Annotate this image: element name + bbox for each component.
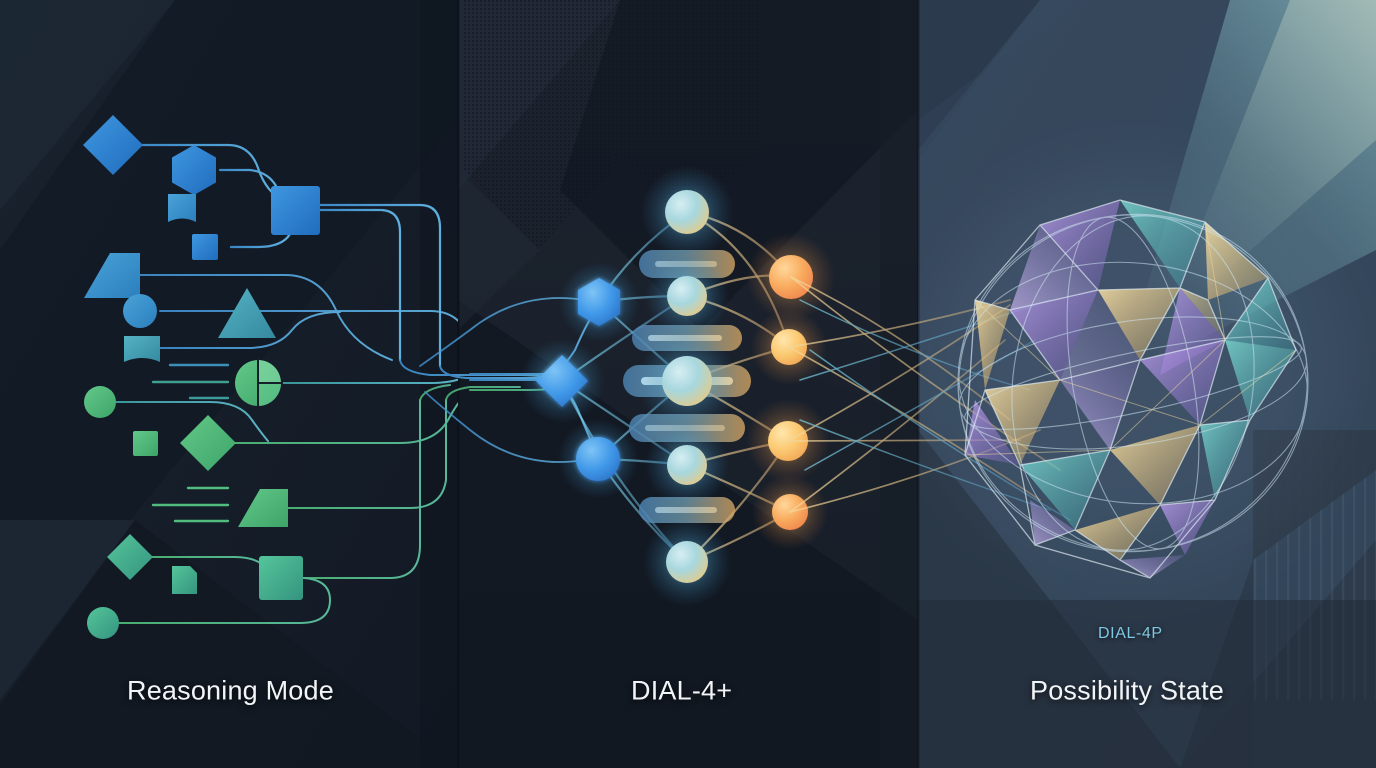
hexagon-node-blue bbox=[172, 145, 216, 195]
panel-divider bbox=[457, 0, 460, 768]
left-circuit-traces bbox=[113, 143, 458, 624]
center-chevron-shapes bbox=[458, 0, 918, 768]
possibility-sphere bbox=[918, 158, 1363, 608]
input-node-group bbox=[520, 262, 639, 499]
square-node-green bbox=[133, 431, 158, 456]
hexagon-input-node bbox=[578, 278, 620, 326]
diamond-node-blue bbox=[83, 115, 143, 175]
circle-node-teal bbox=[87, 607, 119, 639]
panel-label-possibility-state: Possibility State bbox=[1030, 675, 1224, 706]
panel-label-reasoning-mode: Reasoning Mode bbox=[127, 675, 334, 706]
core-circle-node bbox=[665, 190, 709, 234]
sublabel-dial-4p: DIAL-4P bbox=[1098, 625, 1163, 642]
sphere-edges bbox=[964, 199, 1297, 579]
card-node-teal bbox=[124, 336, 160, 362]
triangle-node-teal bbox=[218, 288, 276, 338]
core-circle-node bbox=[666, 541, 708, 583]
circle-node-green bbox=[84, 386, 116, 418]
circle-input-node bbox=[576, 437, 620, 481]
circle-node-blue bbox=[123, 294, 157, 328]
diamond-node-teal-small bbox=[107, 534, 153, 580]
sphere-gold-edges bbox=[964, 221, 1297, 456]
card-node-blue bbox=[168, 194, 196, 222]
tick-line-group bbox=[151, 363, 230, 523]
sphere-facets bbox=[965, 200, 1296, 578]
panel-label-dial-4-plus: DIAL-4+ bbox=[631, 675, 733, 706]
hub-square-node-blue bbox=[271, 186, 320, 235]
trapezoid-node-blue bbox=[84, 253, 140, 298]
left-flowchart-shapes bbox=[83, 115, 320, 639]
core-node-group bbox=[637, 166, 737, 606]
core-circle-node bbox=[667, 445, 707, 485]
core-circle-node bbox=[662, 356, 712, 406]
small-square-node-blue bbox=[192, 234, 218, 260]
core-circle-node bbox=[667, 276, 707, 316]
pie-chart-node-green bbox=[235, 358, 283, 408]
capsule-bar bbox=[639, 497, 735, 523]
diamond-input-node bbox=[536, 355, 588, 407]
hub-square-node-green bbox=[259, 556, 303, 600]
document-node-teal bbox=[172, 566, 197, 594]
flag-node-green bbox=[238, 489, 288, 527]
diamond-node-green bbox=[180, 415, 236, 471]
